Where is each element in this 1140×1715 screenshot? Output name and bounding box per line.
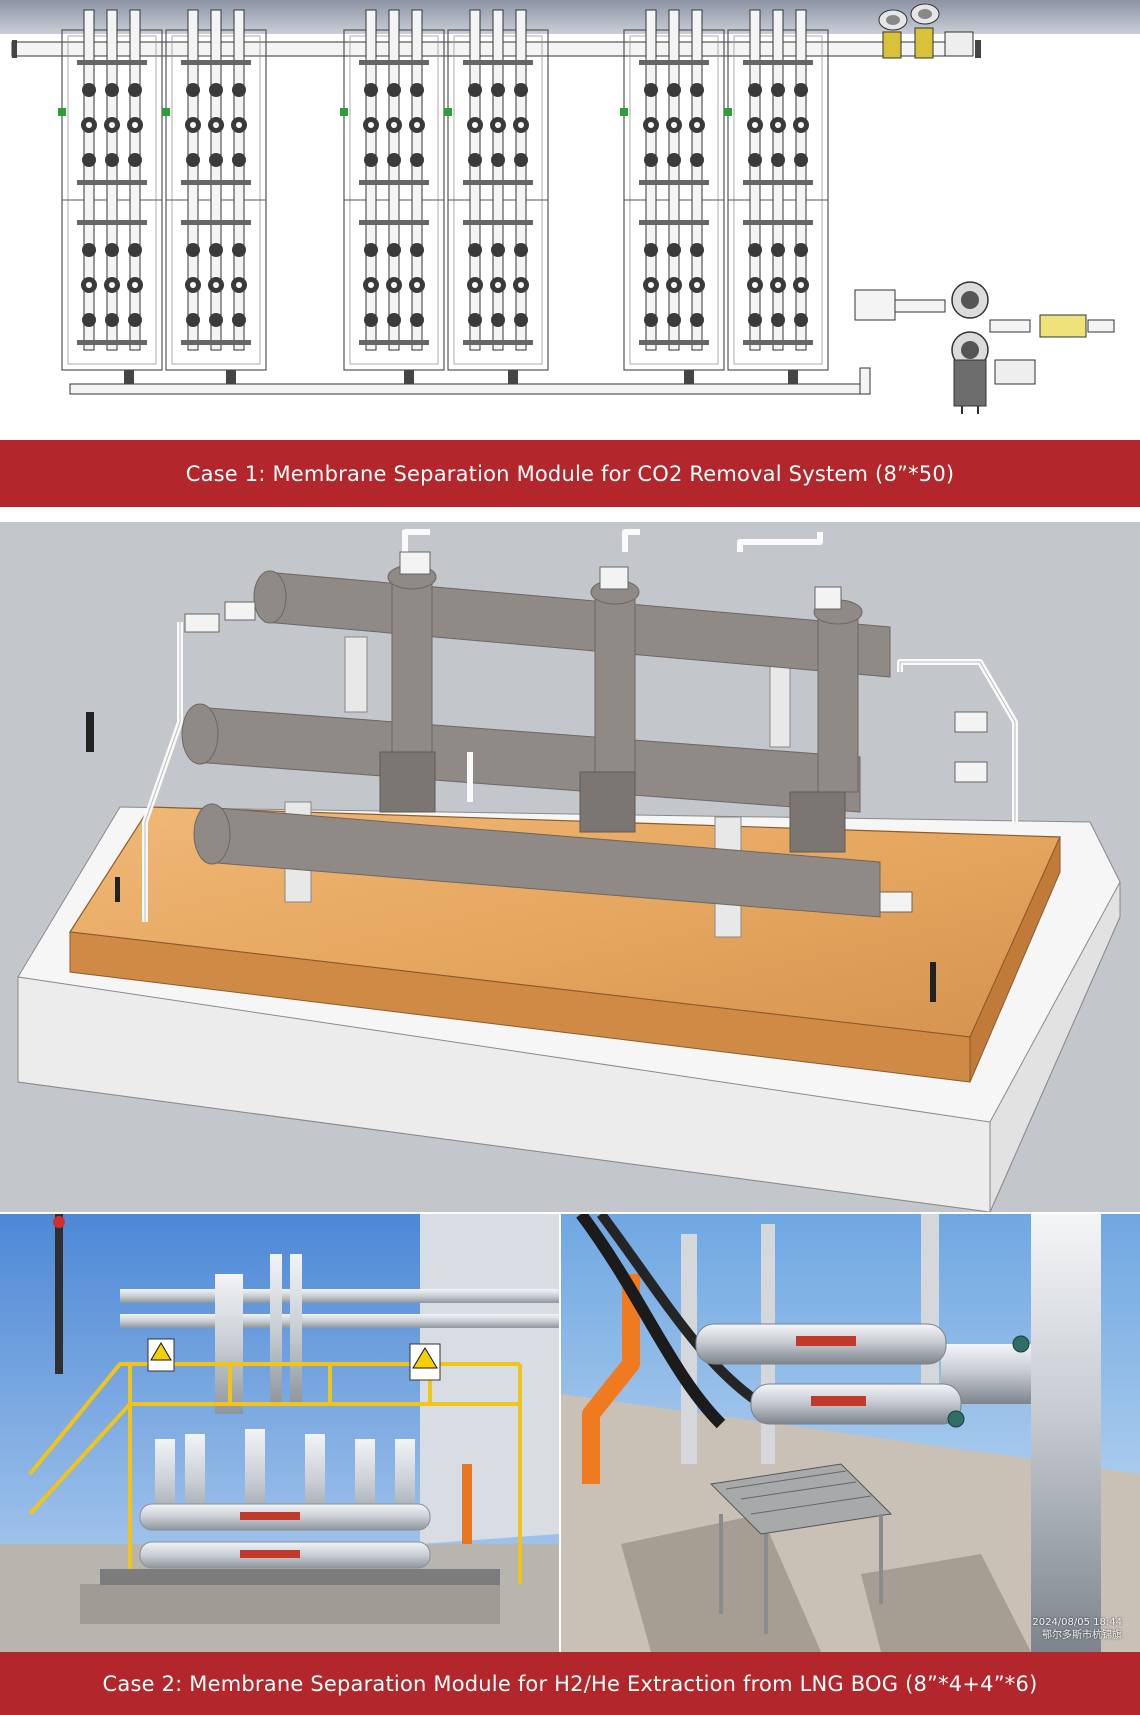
case2-photo-left-svg xyxy=(0,1214,559,1652)
photo-timestamp-datetime: 2024/08/05 18:44 xyxy=(1032,1617,1122,1628)
case2-photo-left xyxy=(0,1214,559,1652)
case1-caption-banner: Case 1: Membrane Separation Module for C… xyxy=(0,440,1140,507)
case2-3d-model-svg xyxy=(17,529,1121,1212)
case2-photo-right-svg xyxy=(561,1214,1140,1652)
case2-caption-text: Case 2: Membrane Separation Module for H… xyxy=(102,1671,1038,1696)
warning-triangle-icon xyxy=(147,1338,175,1372)
case1-drawing-svg xyxy=(0,0,1140,414)
case2-caption-banner: Case 2: Membrane Separation Module for H… xyxy=(0,1652,1140,1715)
warning-triangle-icon xyxy=(409,1343,441,1381)
photo-timestamp: 2024/08/05 18:44 鄂尔多斯市杭锦旗 xyxy=(1032,1616,1122,1642)
case2-photo-right: 2024/08/05 18:44 鄂尔多斯市杭锦旗 xyxy=(561,1214,1140,1652)
case1-drawing xyxy=(0,0,1140,440)
photo-timestamp-location: 鄂尔多斯市杭锦旗 xyxy=(1042,1630,1122,1641)
case1-caption-text: Case 1: Membrane Separation Module for C… xyxy=(185,461,955,486)
case2-3d-model xyxy=(0,522,1140,1212)
